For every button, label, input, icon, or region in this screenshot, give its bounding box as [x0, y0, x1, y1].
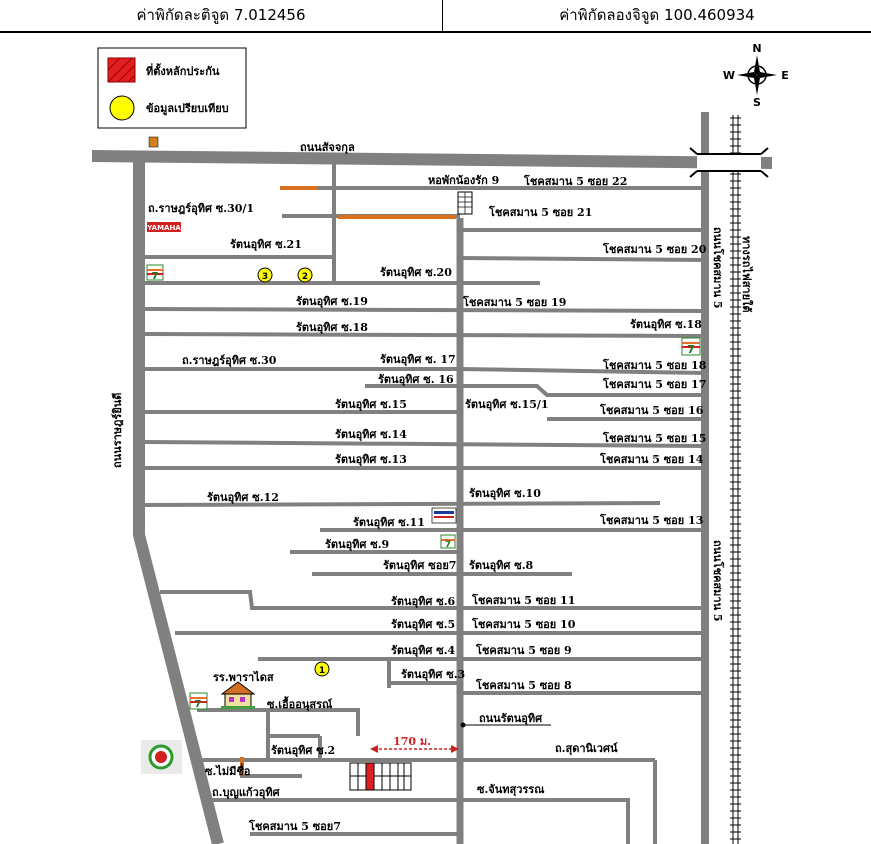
road-labels: ถนนสัจจกุล หอพักน้องรัก 9 โชคสมาน 5 ซอย … — [111, 141, 754, 833]
compass-e: E — [781, 69, 789, 82]
road-ratyindee — [133, 156, 224, 844]
label-ru5: รัตนอุทิศ ซ.5 — [391, 618, 455, 632]
label-ru18r: รัตนอุทิศ ซ.18 — [630, 318, 702, 332]
legend-comparables-label: ข้อมูลเปรียบเทียบ — [146, 102, 229, 116]
road-network — [91, 112, 773, 844]
svg-text:1: 1 — [319, 666, 325, 676]
label-ru19: รัตนอุทิศ ซ.19 — [296, 295, 368, 309]
compass-rose-icon: N S E W — [723, 42, 789, 109]
label-rat30: ถ.ราษฎร์อุทิศ ซ.30 — [182, 354, 277, 368]
school-house-icon — [220, 681, 256, 709]
label-boonkaew: ถ.บุญแก้วอุทิศ — [212, 786, 281, 800]
label-ru18: รัตนอุทิศ ซ.18 — [296, 321, 368, 335]
label-ru15: รัตนอุทิศ ซ.15 — [335, 398, 407, 412]
label-cs8: โชคสมาน 5 ซอย 8 — [475, 678, 572, 692]
label-ru6: รัตนอุทิศ ซ.6 — [391, 595, 456, 609]
label-cs7: โชคสมาน 5 ซอย7 — [248, 819, 341, 833]
label-rattana-road: ถนนรัตนอุทิศ — [479, 712, 543, 726]
header-divider — [442, 0, 443, 31]
label-ratyindee: ถนนราษฎร์ยินดี — [111, 393, 124, 468]
svg-text:3: 3 — [262, 272, 268, 282]
comparable-marker-2: 2 — [297, 267, 313, 283]
label-ru13: รัตนอุทิศ ซ.13 — [335, 453, 407, 467]
label-cs21: โชคสมาน 5 ซอย 21 — [488, 205, 592, 219]
label-mai-mi-chue: ซ.ไม่มีชื่อ — [205, 763, 250, 778]
svg-text:7: 7 — [152, 271, 159, 282]
label-ru10: รัตนอุทิศ ซ.10 — [469, 487, 541, 501]
dormitory-building-icon — [457, 191, 473, 215]
road-satchakul — [91, 150, 773, 169]
label-cs14: โชคสมาน 5 ซอย 14 — [599, 452, 704, 466]
label-cs10: โชคสมาน 5 ซอย 10 — [471, 617, 576, 631]
label-soi-euan: ซ.เอื้ออนุสรณ์ — [267, 696, 333, 712]
label-ru20: รัตนอุทิศ ซ.20 — [380, 266, 452, 280]
svg-text:7: 7 — [195, 699, 202, 710]
label-ru8: รัตนอุทิศ ซ.8 — [469, 559, 534, 573]
seven-eleven-icon-4: 7 — [189, 692, 208, 710]
pin-dot — [460, 722, 466, 728]
label-school: รร.พาราไดส — [213, 670, 274, 684]
legend-box: ที่ตั้งหลักประกัน ข้อมูลเปรียบเทียบ — [97, 47, 247, 129]
svg-text:2: 2 — [302, 272, 308, 282]
label-chokesaman5-lower: ถนนโชคสมาน 5 — [711, 540, 725, 622]
label-chansuwan: ซ.จันทสุวรรณ — [477, 783, 545, 797]
label-ru12: รัตนอุทิศ ซ.12 — [207, 491, 279, 505]
label-ru7: รัตนอุทิศ ซอย7 — [383, 559, 456, 573]
seven-eleven-icon-2: 7 — [681, 337, 701, 356]
label-cs22: โชคสมาน 5 ซอย 22 — [523, 174, 627, 188]
label-ru11: รัตนอุทิศ ซ.11 — [353, 516, 425, 530]
label-ru17: รัตนอุทิศ ซ. 17 — [380, 353, 456, 367]
yamaha-label: YAMAHA — [146, 224, 181, 232]
label-cs11: โชคสมาน 5 ซอย 11 — [471, 593, 575, 607]
longitude-label: ค่าพิกัดลองจิจูด 100.460934 — [559, 6, 755, 24]
comparable-marker-1: 1 — [314, 661, 330, 677]
label-ru3: รัตนอุทิศ ซ.3 — [401, 668, 465, 682]
svg-text:7: 7 — [687, 343, 695, 356]
compass-n: N — [752, 42, 761, 55]
railway-bridge-icon — [689, 147, 769, 178]
label-cs13: โชคสมาน 5 ซอย 13 — [599, 513, 703, 527]
label-ru9: รัตนอุทิศ ซ.9 — [325, 538, 389, 552]
label-ru15-1: รัตนอุทิศ ซ.15/1 — [465, 398, 549, 412]
pt-station-icon — [141, 740, 182, 774]
seven-eleven-icon-1: 7 — [146, 264, 164, 282]
label-cs15: โชคสมาน 5 ซอย 15 — [602, 431, 706, 445]
label-hostel: หอพักน้องรัก 9 — [428, 174, 499, 187]
label-satchakul: ถนนสัจจกุล — [300, 141, 355, 155]
gas-station-icon — [148, 136, 159, 148]
compass-w: W — [723, 69, 735, 82]
label-ru21: รัตนอุทิศ ซ.21 — [230, 238, 302, 252]
label-rat30-1: ถ.ราษฎร์อุทิศ ซ.30/1 — [148, 202, 254, 216]
svg-text:7: 7 — [445, 540, 451, 550]
label-cs20: โชคสมาน 5 ซอย 20 — [602, 242, 707, 256]
label-cs18: โชคสมาน 5 ซอย 18 — [602, 358, 707, 372]
label-ru14: รัตนอุทิศ ซ.14 — [335, 428, 407, 442]
comparable-marker-3: 3 — [257, 267, 273, 283]
label-cs16: โชคสมาน 5 ซอย 16 — [599, 403, 704, 417]
label-cs17: โชคสมาน 5 ซอย 17 — [602, 377, 706, 391]
distance-label: 170 ม. — [393, 735, 431, 748]
label-sudanives: ถ.สุดานิเวศน์ — [555, 742, 618, 756]
seven-eleven-icon-3: 7 — [440, 534, 456, 550]
tesco-express-icon — [431, 507, 457, 524]
latitude-label: ค่าพิกัดละติจูด 7.012456 — [136, 6, 306, 24]
compass-s: S — [753, 96, 761, 109]
label-chokesaman5-upper: ถนนโชคสมาน 5 — [711, 227, 725, 309]
label-cs9: โชคสมาน 5 ซอย 9 — [475, 643, 572, 657]
comparable-swatch-icon — [109, 95, 135, 121]
label-ru2: รัตนอุทิศ ซ.2 — [271, 744, 335, 758]
label-ru4: รัตนอุทิศ ซ.4 — [391, 644, 456, 658]
label-railway: ทางรถไฟสายใต้ — [740, 236, 754, 313]
yamaha-shop-icon: YAMAHA — [146, 222, 181, 232]
coordinates-header: ค่าพิกัดละติจูด 7.012456 ค่าพิกัดลองจิจู… — [0, 0, 871, 33]
label-cs19: โชคสมาน 5 ซอย 19 — [462, 295, 566, 309]
distance-arrow: 170 ม. — [370, 735, 459, 753]
subject-property-icon — [349, 762, 412, 791]
legend-location-label: ที่ตั้งหลักประกัน — [146, 63, 220, 78]
label-ru16: รัตนอุทิศ ซ. 16 — [378, 373, 454, 387]
railway-line — [730, 115, 741, 844]
